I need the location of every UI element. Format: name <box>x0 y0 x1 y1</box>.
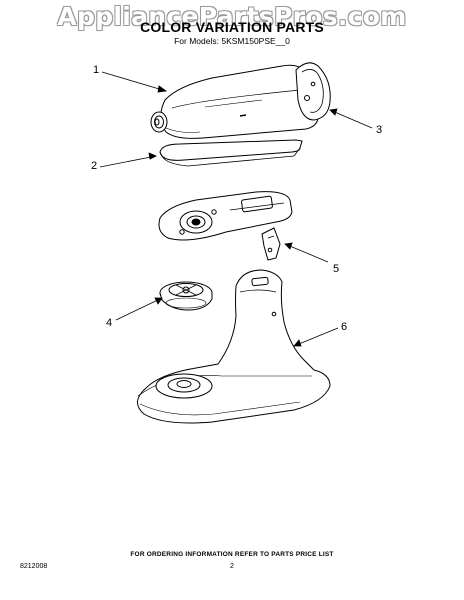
leader-lines <box>99 71 373 347</box>
callout-1: 1 <box>92 64 100 76</box>
part-3-rear-cover <box>295 62 331 121</box>
part-6-pedestal-base <box>137 269 331 424</box>
model-subtitle: For Models: 5KSM150PSE__0 <box>174 36 290 46</box>
part-1-motor-head-housing <box>150 64 319 139</box>
callout-2: 2 <box>90 160 98 172</box>
callout-4: 4 <box>105 317 113 329</box>
part-5-hinge-housing <box>158 191 293 261</box>
watermark-text: AppliancePartsPros.com <box>57 2 407 31</box>
ordering-note: FOR ORDERING INFORMATION REFER TO PARTS … <box>130 551 334 558</box>
part-4-hub-cover <box>159 281 213 311</box>
page-title: COLOR VARIATION PARTS <box>140 19 324 35</box>
callout-3: 3 <box>375 124 383 136</box>
callout-5: 5 <box>332 263 340 275</box>
document-code: 8212008 <box>20 563 48 570</box>
callout-6: 6 <box>340 321 348 333</box>
part-2-trim-band <box>159 139 303 167</box>
page-number: 2 <box>230 563 234 570</box>
